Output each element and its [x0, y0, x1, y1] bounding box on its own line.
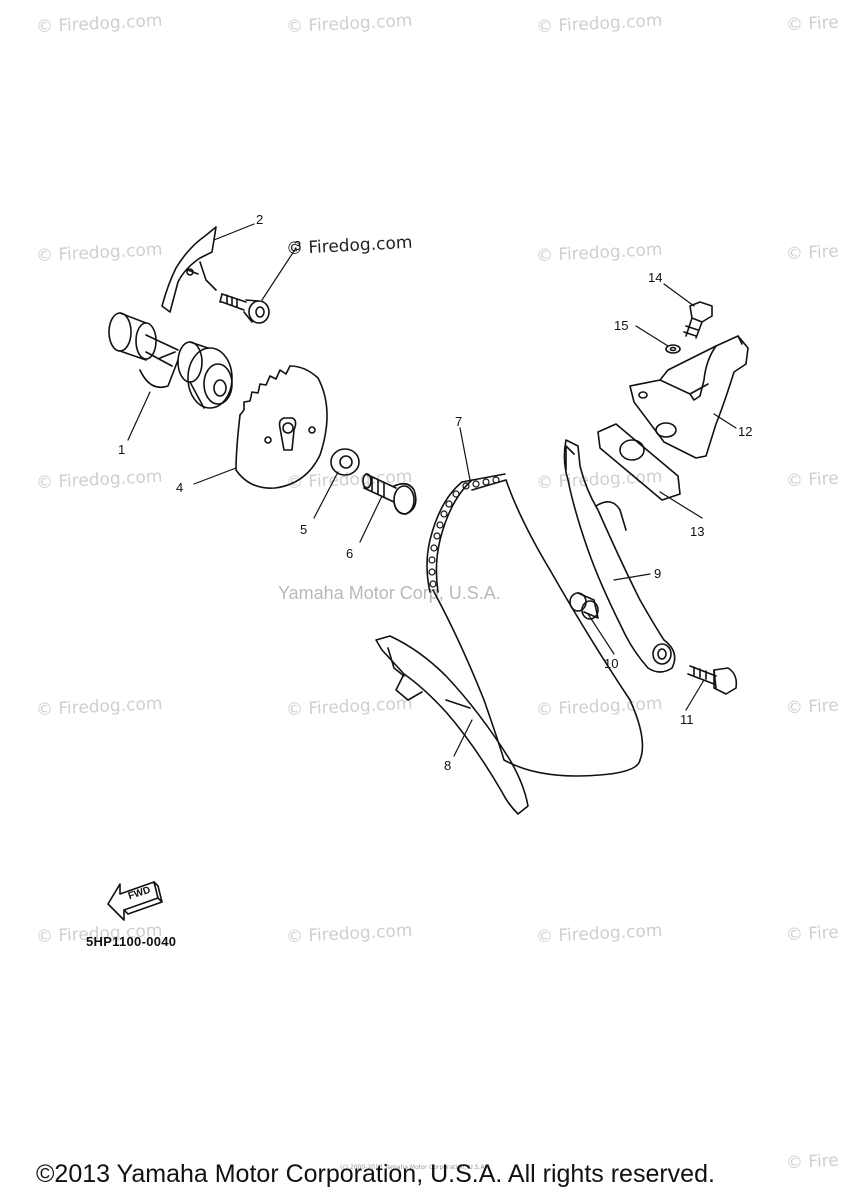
gasket-part: [597, 423, 681, 501]
leader-lines: [127, 223, 737, 757]
callout-9: 9: [654, 566, 662, 581]
center-watermark: Yamaha Motor Corp, U.S.A.: [278, 583, 501, 603]
callout-13: 13: [690, 524, 705, 539]
callout-14: 14: [648, 270, 663, 285]
copyright-notice: ©2013 Yamaha Motor Corporation, U.S.A. A…: [36, 1160, 715, 1188]
callout-6: 6: [346, 546, 354, 561]
collar-part: [569, 592, 599, 620]
bolt-14-part: [683, 301, 713, 339]
callout-15: 15: [614, 318, 629, 333]
cam-chain-part: [426, 473, 644, 777]
fine-print: (c) 2000-2013 Yamaha Motor Corporation, …: [340, 1164, 487, 1171]
fwd-arrow-icon: [107, 881, 163, 921]
bolt-11-part: [687, 665, 738, 695]
callout-7: 7: [455, 414, 463, 429]
bolt-part: [219, 293, 270, 324]
tensioner-part: [629, 335, 749, 459]
tensioner-guide-part: [563, 439, 676, 673]
callout-10: 10: [604, 656, 619, 671]
callout-2: 2: [256, 212, 264, 227]
cam-sprocket-part: [235, 365, 328, 489]
bracket-part: [161, 226, 217, 313]
callout-1: 1: [118, 442, 126, 457]
callout-5: 5: [300, 522, 308, 537]
washer-part: [330, 448, 360, 476]
callout-4: 4: [176, 480, 184, 495]
callout-8: 8: [444, 758, 452, 773]
sprocket-bolt-part: [362, 473, 417, 515]
part-code: 5HP1100-0040: [86, 934, 177, 949]
chain-guide-part: [375, 635, 529, 815]
camshaft-part: [108, 312, 233, 409]
callout-12: 12: [738, 424, 753, 439]
washer-15-part: [665, 344, 681, 354]
callout-3: 3: [294, 238, 302, 253]
callout-11: 11: [680, 712, 694, 727]
